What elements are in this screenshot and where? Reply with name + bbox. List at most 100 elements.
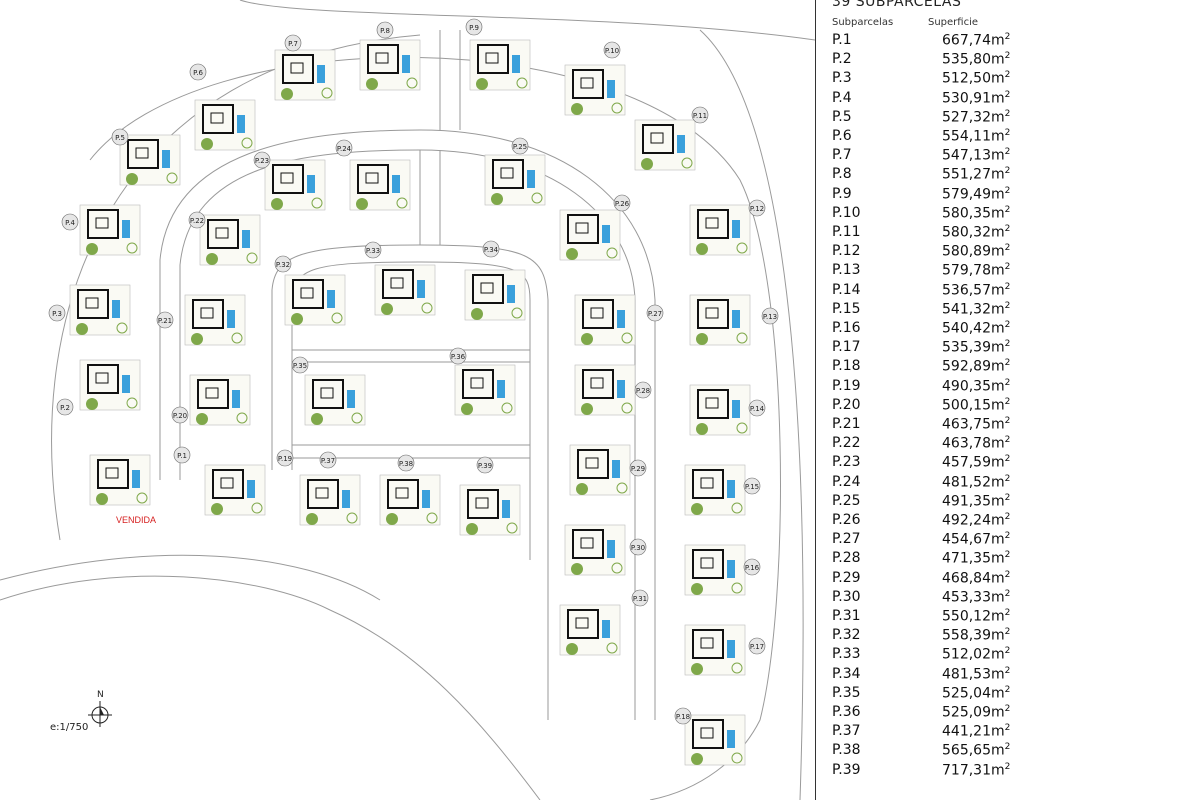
plot-label[interactable]: P.15 [743, 477, 761, 495]
house-footprint [87, 209, 119, 239]
column-header-area: Superficie [928, 17, 979, 28]
plot-label[interactable]: P.24 [335, 139, 353, 157]
house-footprint [212, 469, 244, 499]
plot-label[interactable]: P.11 [691, 106, 709, 124]
plot-label[interactable]: P.7 [284, 34, 302, 52]
svg-text:P.29: P.29 [631, 465, 645, 473]
plot-label[interactable]: P.26 [613, 194, 631, 212]
plot-house [684, 624, 746, 676]
plot-id: P.19 [832, 377, 861, 394]
plot-label[interactable]: P.23 [253, 151, 271, 169]
plot-label[interactable]: P.16 [743, 558, 761, 576]
plot-label[interactable]: P.39 [476, 456, 494, 474]
plot-label[interactable]: P.6 [189, 63, 207, 81]
svg-text:P.6: P.6 [193, 69, 203, 77]
table-row: P.7 547,13m2 [832, 147, 1192, 166]
house-footprint [697, 299, 729, 329]
tree-icon [621, 402, 633, 414]
plot-house [684, 714, 746, 766]
plot-house [379, 474, 441, 526]
plot-label[interactable]: P.2 [56, 398, 74, 416]
tree-icon [281, 88, 293, 100]
plot-label[interactable]: P.31 [631, 589, 649, 607]
table-row: P.27 454,67m2 [832, 531, 1192, 550]
plot-label[interactable]: P.28 [634, 381, 652, 399]
plot-label[interactable]: P.20 [171, 406, 189, 424]
plot-area: 453,33m2 [942, 588, 1011, 606]
tree-icon [96, 493, 108, 505]
plot-label[interactable]: P.33 [364, 241, 382, 259]
plot-label[interactable]: P.5 [111, 128, 129, 146]
plot-label[interactable]: P.9 [465, 18, 483, 36]
plot-label[interactable]: P.38 [397, 454, 415, 472]
plot-label[interactable]: P.17 [748, 637, 766, 655]
plot-area: 457,59m2 [942, 454, 1011, 472]
table-row: P.33 512,02m2 [832, 646, 1192, 665]
svg-text:P.2: P.2 [60, 404, 70, 412]
plot-label[interactable]: P.21 [156, 311, 174, 329]
plot-label[interactable]: P.14 [748, 399, 766, 417]
plot-label[interactable]: P.13 [761, 307, 779, 325]
plot-label[interactable]: P.25 [511, 137, 529, 155]
pool [617, 310, 625, 328]
table-row: P.29 468,84m2 [832, 570, 1192, 589]
plot-id: P.28 [832, 550, 861, 567]
svg-text:P.15: P.15 [745, 483, 759, 491]
tree-icon [86, 398, 98, 410]
svg-text:P.25: P.25 [513, 143, 527, 151]
plot-label[interactable]: P.3 [48, 304, 66, 322]
table-row: P.8 551,27m2 [832, 166, 1192, 185]
tree-icon [611, 102, 623, 114]
column-header-plot: Subparcelas [832, 17, 894, 28]
plot-label[interactable]: P.22 [188, 211, 206, 229]
tree-icon [471, 308, 483, 320]
svg-text:P.35: P.35 [293, 362, 307, 370]
plot-house [564, 64, 626, 116]
table-row: P.20 500,15m2 [832, 397, 1192, 416]
plot-label[interactable]: P.1 [173, 446, 191, 464]
plot-house [464, 269, 526, 321]
plot-label[interactable]: P.34 [482, 240, 500, 258]
tree-icon [736, 242, 748, 254]
pool [607, 540, 615, 558]
plot-label[interactable]: P.36 [449, 347, 467, 365]
plot-label[interactable]: P.19 [276, 449, 294, 467]
plot-id: P.35 [832, 684, 861, 701]
tree-icon [246, 252, 258, 264]
house-footprint [202, 104, 234, 134]
tree-icon [606, 247, 618, 259]
plot-area: 468,84m2 [942, 569, 1011, 587]
pool [162, 150, 170, 168]
tree-icon [736, 422, 748, 434]
plot-area: 558,39m2 [942, 627, 1011, 644]
plot-house [119, 134, 181, 186]
plot-id: P.7 [832, 147, 852, 164]
svg-text:P.26: P.26 [615, 200, 630, 208]
pool [732, 220, 740, 238]
plot-area: 579,49m2 [942, 185, 1011, 203]
plot-label[interactable]: P.4 [61, 213, 79, 231]
plot-label[interactable]: P.30 [629, 538, 647, 556]
plot-house [559, 604, 621, 656]
plot-house [684, 544, 746, 596]
plot-label[interactable]: P.35 [291, 356, 309, 374]
tree-icon [386, 513, 398, 525]
table-row: P.28 471,35m2 [832, 550, 1192, 569]
plot-area: 463,75m2 [942, 416, 1011, 433]
plot-label[interactable]: P.27 [646, 304, 664, 322]
plot-label[interactable]: P.8 [376, 21, 394, 39]
house-footprint [197, 379, 229, 409]
house-footprint [692, 629, 724, 659]
tree-icon [731, 662, 743, 674]
plot-label[interactable]: P.12 [748, 199, 766, 217]
plot-label[interactable]: P.37 [319, 451, 337, 469]
plot-label[interactable]: P.18 [674, 707, 692, 725]
table-row: P.16 540,42m2 [832, 320, 1192, 339]
house-footprint [477, 44, 509, 74]
plot-label[interactable]: P.32 [274, 255, 292, 273]
pool [727, 640, 735, 658]
plot-label[interactable]: P.10 [603, 41, 621, 59]
plot-label[interactable]: P.29 [629, 459, 647, 477]
plot-house [359, 39, 421, 91]
plot-house [574, 294, 636, 346]
